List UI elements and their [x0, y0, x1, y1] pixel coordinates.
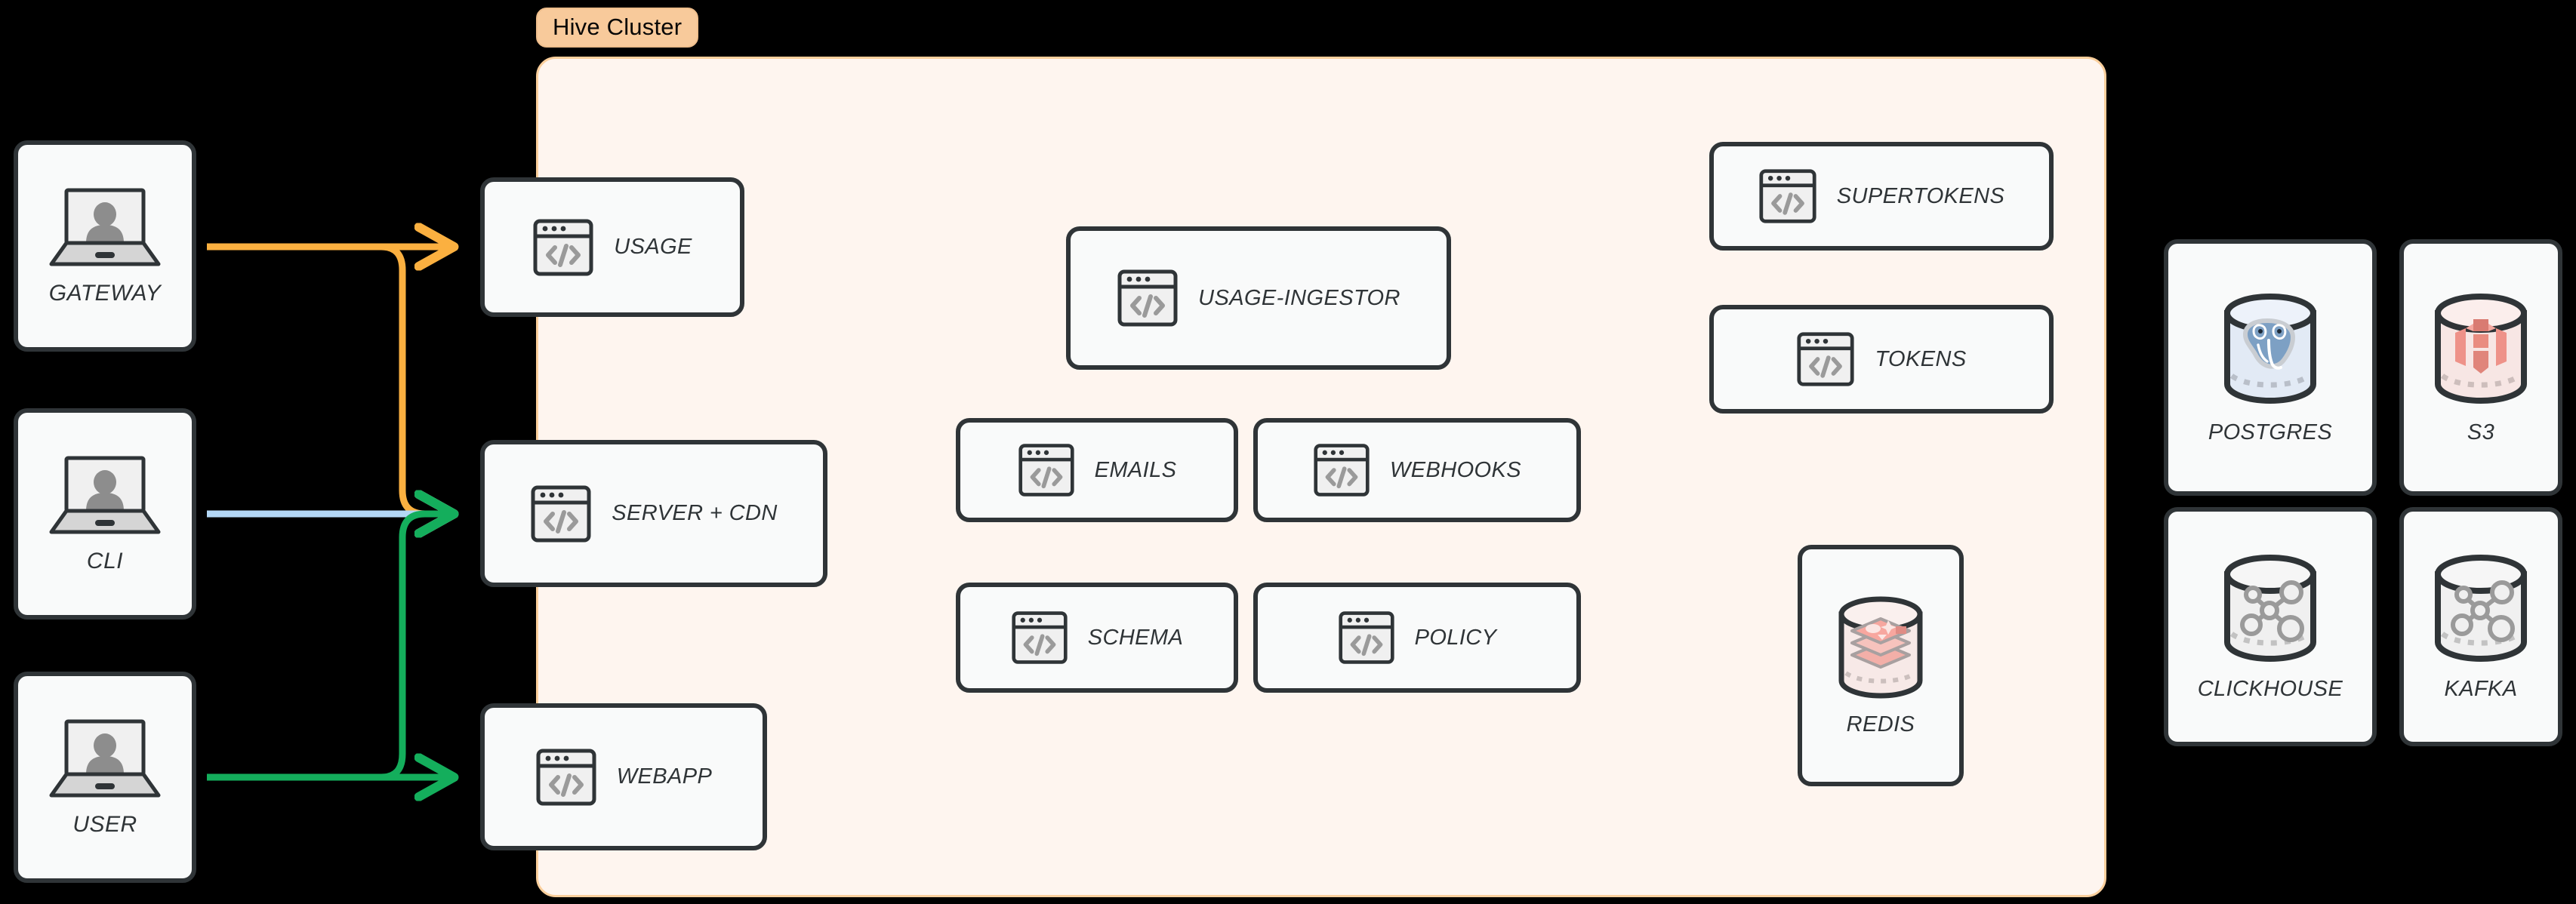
service-card-server-cdn[interactable]: SERVER + CDN: [480, 440, 827, 587]
code-window-icon: [1011, 609, 1068, 666]
connector-gateway-to-server-cdn: [207, 243, 450, 514]
code-window-icon: [1338, 609, 1395, 666]
laptop-user-icon: [48, 454, 162, 538]
store-label: KAFKA: [2444, 677, 2518, 701]
service-label: POLICY: [1414, 625, 1497, 650]
service-label: USAGE: [614, 235, 692, 259]
service-label: WEBAPP: [616, 764, 713, 789]
service-card-usage-ingestor[interactable]: USAGE-INGESTOR: [1066, 226, 1451, 370]
postgres-cylinder-icon: [2215, 291, 2325, 408]
actor-card-user[interactable]: USER: [14, 672, 196, 883]
laptop-user-icon: [48, 186, 162, 270]
actor-card-cli[interactable]: CLI: [14, 408, 196, 620]
store-card-redis[interactable]: REDIS: [1798, 545, 1964, 786]
store-card-clickhouse[interactable]: CLICKHOUSE: [2164, 507, 2377, 746]
store-card-kafka[interactable]: KAFKA: [2399, 507, 2562, 746]
store-label: POSTGRES: [2208, 420, 2333, 444]
service-card-usage[interactable]: USAGE: [480, 177, 744, 317]
service-label: USAGE-INGESTOR: [1198, 285, 1400, 310]
actor-label: CLI: [86, 549, 124, 573]
code-window-icon: [1796, 330, 1855, 389]
actor-label: GATEWAY: [48, 281, 162, 306]
store-card-s3[interactable]: S3: [2399, 239, 2562, 496]
service-card-emails[interactable]: EMAILS: [956, 418, 1238, 522]
actor-label: USER: [72, 812, 137, 837]
service-label: TOKENS: [1875, 346, 1967, 371]
redis-cylinder-icon: [1831, 595, 1930, 700]
code-window-icon: [1758, 167, 1817, 226]
service-label: WEBHOOKS: [1390, 457, 1521, 482]
store-card-postgres[interactable]: POSTGRES: [2164, 239, 2377, 496]
network-cylinder-icon: [2215, 552, 2325, 665]
service-label: EMAILS: [1094, 457, 1177, 482]
service-label: SERVER + CDN: [612, 501, 778, 525]
hive-cluster-label: Hive Cluster: [536, 8, 699, 48]
laptop-user-icon: [48, 717, 162, 801]
actor-card-gateway[interactable]: GATEWAY: [14, 140, 196, 352]
service-card-tokens[interactable]: TOKENS: [1709, 305, 2054, 414]
connector-user-to-server-cdn: [207, 514, 450, 781]
service-label: SUPERTOKENS: [1836, 183, 2005, 208]
code-window-icon: [1313, 441, 1370, 499]
service-card-webhooks[interactable]: WEBHOOKS: [1253, 418, 1581, 522]
code-window-icon: [535, 746, 597, 808]
store-label: S3: [2467, 420, 2495, 444]
code-window-icon: [1018, 441, 1075, 499]
store-label: CLICKHOUSE: [2197, 677, 2343, 701]
code-window-icon: [532, 217, 594, 278]
service-label: SCHEMA: [1087, 625, 1184, 650]
service-card-policy[interactable]: POLICY: [1253, 583, 1581, 693]
service-card-supertokens[interactable]: SUPERTOKENS: [1709, 142, 2054, 251]
service-card-schema[interactable]: SCHEMA: [956, 583, 1238, 693]
code-window-icon: [1117, 267, 1179, 329]
service-card-webapp[interactable]: WEBAPP: [480, 703, 767, 850]
store-label: REDIS: [1846, 712, 1915, 736]
code-window-icon: [530, 483, 592, 545]
s3-cylinder-icon: [2426, 291, 2536, 408]
network-cylinder-icon: [2426, 552, 2536, 665]
